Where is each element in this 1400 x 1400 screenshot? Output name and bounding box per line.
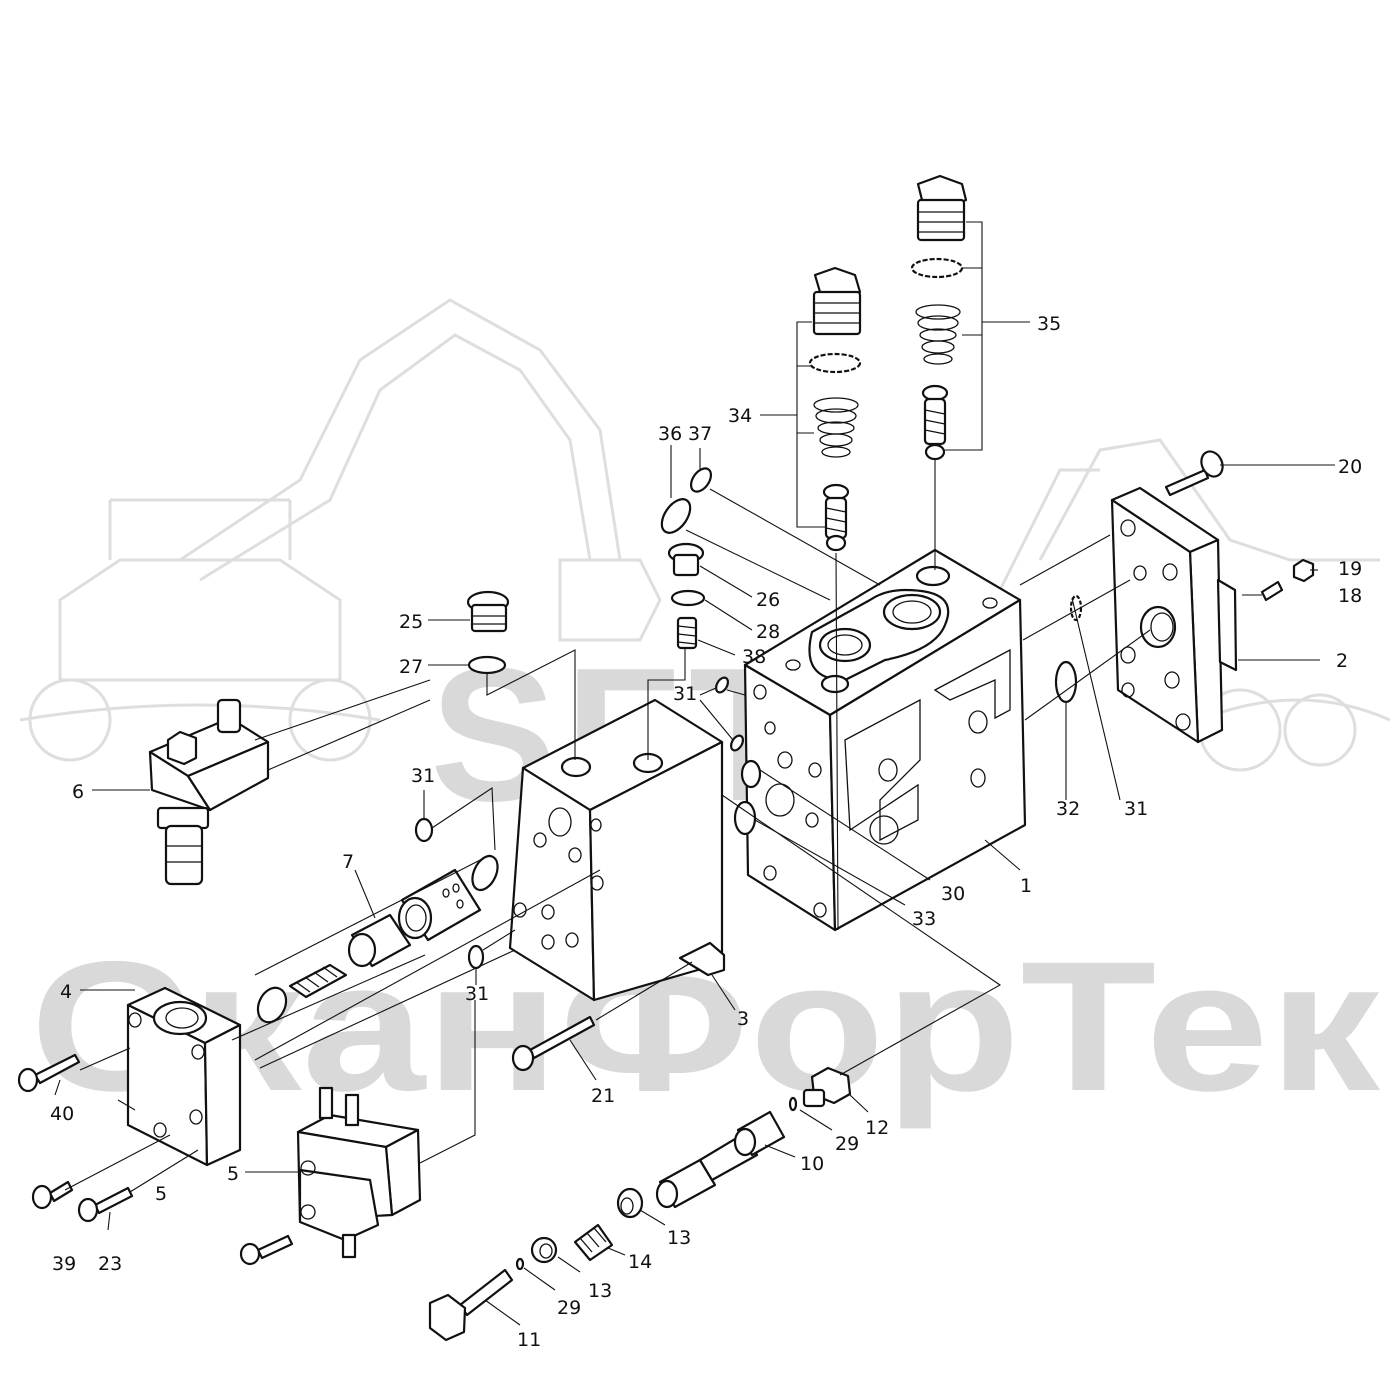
set-screw-18: [1260, 580, 1284, 602]
callout-36: 36: [658, 423, 682, 445]
o-ring-31b: [730, 734, 744, 752]
small-parts: [17, 450, 1315, 1342]
o-ring-30: [740, 759, 762, 789]
callout-37: 37: [688, 423, 712, 445]
ring-29a: [788, 1096, 798, 1112]
callout-20: 20: [1338, 456, 1362, 478]
callout-27: 27: [399, 656, 423, 678]
spring-38: [676, 616, 698, 650]
callout-1: 1: [1020, 875, 1032, 897]
o-ring-31a: [715, 676, 729, 694]
solenoid-block-5: [296, 1086, 422, 1259]
valve-section-3: [508, 698, 726, 1002]
ring-29b: [515, 1257, 525, 1271]
callout-31a: 31: [673, 683, 697, 705]
callout-21: 21: [591, 1085, 615, 1107]
bolt-39: [31, 1180, 74, 1210]
spring-seat-13b: [530, 1236, 558, 1264]
callout-30: 30: [941, 883, 965, 905]
callout-5a: 5: [227, 1163, 239, 1185]
bolt-20: [1164, 450, 1224, 497]
callout-3: 3: [737, 1008, 749, 1030]
callout-7: 7: [342, 851, 354, 873]
o-ring-31d: [467, 944, 485, 970]
spring-seat-13a: [616, 1187, 644, 1219]
callout-31b: 31: [411, 765, 435, 787]
callout-13a: 13: [667, 1227, 691, 1249]
bolt-5-screw: [239, 1234, 294, 1266]
plug-12: [802, 1066, 852, 1108]
o-ring-27: [467, 655, 507, 675]
callout-26: 26: [756, 589, 780, 611]
callout-23: 23: [98, 1253, 122, 1275]
callout-6: 6: [72, 781, 84, 803]
o-ring-36: [660, 498, 692, 534]
end-plate-2: [1110, 486, 1238, 744]
spring-14: [573, 1223, 614, 1262]
relief-valve-34: [808, 266, 862, 552]
callout-11: 11: [517, 1329, 541, 1351]
callout-5b: 5: [155, 1183, 167, 1205]
o-ring-33: [733, 800, 757, 836]
callout-34: 34: [728, 405, 752, 427]
plug-26: [667, 542, 705, 577]
valve-body-1: [743, 548, 1027, 932]
o-ring-31c: [414, 817, 434, 843]
callout-31c: 31: [465, 983, 489, 1005]
relief-valve-35: [910, 174, 968, 461]
callout-18: 18: [1338, 585, 1362, 607]
spool-7: [256, 854, 499, 1024]
callout-40: 40: [50, 1103, 74, 1125]
bolt-21: [511, 1015, 596, 1072]
callout-25: 25: [399, 611, 423, 633]
callout-35: 35: [1037, 313, 1061, 335]
callout-38: 38: [742, 646, 766, 668]
bolt-11: [428, 1268, 514, 1342]
callout-28: 28: [756, 621, 780, 643]
solenoid-6: [148, 698, 270, 886]
callout-32: 32: [1056, 798, 1080, 820]
nut-19: [1292, 558, 1315, 583]
spool-10: [655, 1110, 786, 1209]
callout-14: 14: [628, 1251, 652, 1273]
pilot-block-4: [126, 986, 242, 1167]
callout-labels: 1 2 3 4 5 5 6 7 10 11 12 13 13 14 18 19 …: [50, 313, 1362, 1351]
o-ring-37: [689, 467, 713, 493]
leader-lines: [54, 221, 1335, 1326]
o-ring-28: [670, 589, 706, 607]
callout-12: 12: [865, 1117, 889, 1139]
callout-33: 33: [912, 908, 936, 930]
bolt-40: [17, 1053, 81, 1093]
callout-19: 19: [1338, 558, 1362, 580]
callout-31d: 31: [1124, 798, 1148, 820]
callout-29b: 29: [557, 1297, 581, 1319]
plug-25: [466, 590, 510, 633]
watermark-excavator-icon: [19, 298, 662, 762]
callout-4: 4: [60, 981, 72, 1003]
callout-39: 39: [52, 1253, 76, 1275]
callout-29a: 29: [835, 1133, 859, 1155]
bolt-23: [77, 1186, 134, 1223]
callout-13b: 13: [588, 1280, 612, 1302]
callout-2: 2: [1336, 650, 1348, 672]
callout-10: 10: [800, 1153, 824, 1175]
